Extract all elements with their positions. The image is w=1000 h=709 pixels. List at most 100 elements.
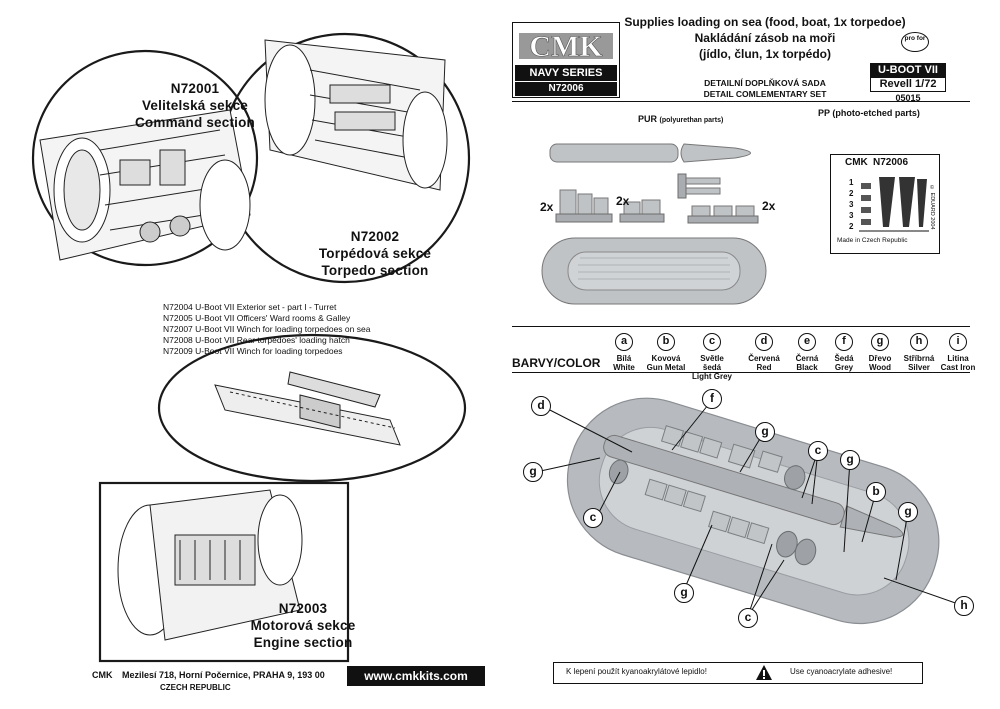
callout-bubble: c: [583, 508, 603, 528]
fret-number: 3: [849, 211, 854, 220]
callout-bubble: c: [808, 441, 828, 461]
related-set-item: N72008 U-Boot VII Rear torpedoes' loadin…: [163, 335, 350, 345]
title-cz1: Nakládání zásob na moři: [694, 31, 836, 45]
callout-bubble: g: [755, 422, 775, 442]
command-section-drawing: [39, 109, 251, 261]
color-en: Gun Metal: [646, 363, 686, 372]
color-divider: [512, 326, 970, 327]
command-section-label: N72001 Velitelská sekce Command section: [120, 80, 270, 131]
pe-fret: CMK N72006 Made in Czech Republic © EDUA…: [830, 154, 940, 254]
subtitle-cz: DETAILNÍ DOPLŇKOVÁ SADA: [704, 78, 826, 88]
dinghy-floor: [567, 251, 741, 291]
fret-made: Made in Czech Republic: [837, 237, 908, 244]
engine-section-drawing: [117, 489, 303, 641]
related-set-item: N72007 U-Boot VII Winch for loading torp…: [163, 324, 371, 334]
quantity-label-3: 2x: [762, 199, 776, 213]
related-set-item: N72005 U-Boot VII Officers' Ward rooms &…: [163, 313, 351, 323]
engine-section-frame: [98, 481, 350, 663]
color-e: e Černá Black: [785, 333, 829, 372]
callout-bubble: g: [674, 583, 694, 603]
warning-cz: K lepení použít kyanoakrylátové lepidlo!: [566, 667, 707, 676]
engine-section-code: N72003: [278, 601, 328, 616]
callout-bubble: f: [702, 389, 722, 409]
kit-scale: Revell 1/72: [870, 77, 946, 92]
color-a: a Bílá White: [602, 333, 646, 372]
color-en: White: [613, 363, 635, 372]
profor-badge: pro for: [901, 32, 929, 52]
callout-bubble: b: [866, 482, 886, 502]
color-cz: Šedá: [834, 354, 854, 363]
torpedo-section-drawing: [264, 39, 448, 191]
color-cz: Červená: [748, 354, 780, 363]
fret-number: 1: [849, 178, 854, 187]
torpedo-section-cz: Torpédová sekce: [318, 246, 432, 261]
engine-section-en: Engine section: [253, 635, 353, 650]
callout-bubble: d: [531, 396, 551, 416]
command-section-frame: [31, 49, 259, 267]
exterior-set-drawing: [214, 371, 401, 446]
exterior-set-frame: [157, 333, 467, 483]
color-letter: c: [703, 333, 721, 351]
footer-brand: CMK: [92, 670, 113, 680]
callout-bubble: h: [954, 596, 974, 616]
torpedo-section-en: Torpedo section: [321, 263, 429, 278]
kit-number: 05015: [895, 93, 921, 103]
color-g: g Dřevo Wood: [858, 333, 902, 372]
fret-number: 2: [849, 222, 854, 231]
color-letter: h: [910, 333, 928, 351]
set-code: N72006: [515, 82, 617, 96]
fret-parts-drawing: [859, 177, 929, 232]
fret-number: 3: [849, 200, 854, 209]
quantity-label-2: 2x: [616, 194, 630, 208]
command-section-en: Command section: [134, 115, 256, 130]
color-f: f Šedá Grey: [822, 333, 866, 372]
header-divider: [512, 101, 970, 102]
subtitle-en: DETAIL COMLEMENTARY SET: [703, 89, 827, 99]
quantity-label-1: 2x: [540, 200, 554, 214]
website-link[interactable]: www.cmkkits.com: [347, 666, 485, 686]
assembled-dinghy-artwork: [566, 397, 940, 625]
footer-address: Mezilesí 718, Horní Počernice, PRAHA 9, …: [122, 670, 325, 680]
color-en: Silver: [908, 363, 930, 372]
propeller-part: [677, 173, 721, 199]
warning-icon: [756, 665, 772, 680]
engine-section-cz: Motorová sekce: [250, 618, 356, 633]
command-section-code: N72001: [170, 81, 220, 96]
fret-number: 2: [849, 189, 854, 198]
kit-box: U-BOOT VII Revell 1/72 05015: [870, 63, 946, 104]
cmk-logo: CMK: [519, 30, 613, 63]
related-sets-list: N72004 U-Boot VII Exterior set - part I …: [163, 302, 463, 357]
color-en: Cast Iron: [940, 363, 976, 372]
supplies-part-2: [619, 199, 665, 223]
supplies-part-3: [687, 205, 759, 224]
header-subtitles: DETAILNÍ DOPLŇKOVÁ SADA DETAIL COMLEMENT…: [615, 78, 915, 100]
torpedo-nose-part: [680, 143, 751, 163]
color-cz: Světle šedá: [700, 354, 724, 372]
pur-title: PUR: [638, 114, 658, 124]
callout-bubble: g: [898, 502, 918, 522]
related-set-item: N72009 U-Boot VII Winch for loading torp…: [163, 346, 343, 356]
color-en: Red: [756, 363, 772, 372]
fret-numbers: 1 2 3 3 2: [849, 177, 853, 232]
color-letter: d: [755, 333, 773, 351]
pur-note: (polyurethan parts): [659, 117, 724, 124]
torpedo-section-code: N72002: [350, 229, 400, 244]
color-c: c Světle šedá Light Grey: [690, 333, 734, 381]
color-letter: g: [871, 333, 889, 351]
fret-brand: CMK: [845, 157, 868, 168]
color-en: Black: [796, 363, 818, 372]
related-set-item: N72004 U-Boot VII Exterior set - part I …: [163, 302, 337, 312]
callout-bubble: g: [523, 462, 543, 482]
fret-code: N72006: [873, 157, 909, 168]
logo-text: CMK: [529, 30, 603, 63]
pur-label: PUR (polyurethan parts): [638, 114, 723, 124]
callout-bubble: g: [840, 450, 860, 470]
title-cz2: (jídlo, člun, 1x torpédo): [699, 47, 831, 61]
fret-copyright: © EDUARD 2004: [929, 185, 935, 230]
color-cz: Stříbrná: [903, 354, 935, 363]
warning-bar: K lepení použít kyanoakrylátové lepidlo!…: [553, 662, 923, 684]
kit-name: U-BOOT VII: [870, 63, 946, 77]
color-cz: Černá: [795, 354, 819, 363]
colors-label: BARVY/COLOR: [512, 356, 601, 370]
color-d: d Červená Red: [742, 333, 786, 372]
